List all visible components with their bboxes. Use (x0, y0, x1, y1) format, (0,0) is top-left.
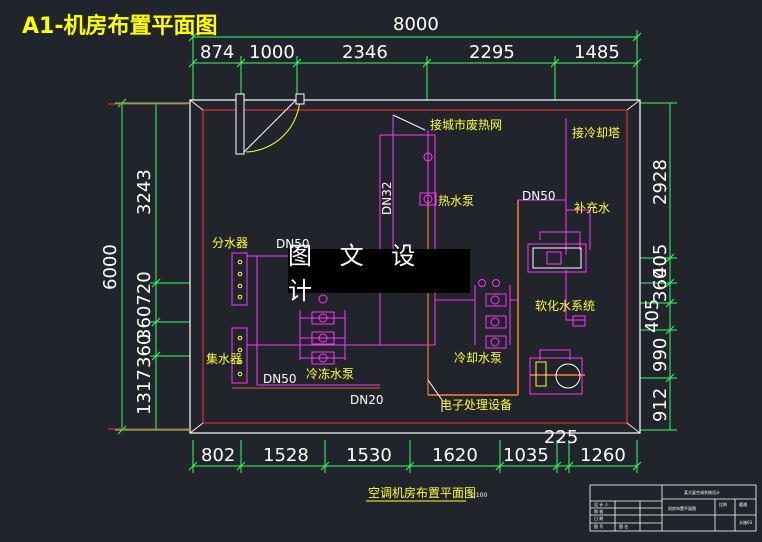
dim-right-3: 405 (642, 299, 663, 333)
tb-no: 水施03 (739, 519, 753, 525)
dim-right-1: 2928 (650, 159, 671, 205)
label-water-divider: 分水器 (212, 236, 248, 250)
dim-bottom-4: 1620 (432, 445, 478, 466)
dim-bottom-6: 1260 (580, 445, 626, 466)
dimension-left (115, 98, 190, 435)
dim-left-2: 360720 (134, 271, 155, 340)
tb-checker: 审 核 (594, 508, 603, 514)
dim-left-3: 360 (134, 334, 155, 368)
tb-date: 日 期 (594, 515, 603, 521)
dim-top-3: 2346 (342, 42, 388, 63)
label-dn32: DN32 (380, 182, 394, 216)
dim-bottom-5: 1035 (503, 445, 549, 466)
title-block (589, 484, 757, 532)
label-cooling-tower: 接冷却塔 (572, 125, 620, 140)
label-water-collector: 集水器 (206, 351, 242, 366)
drawing-scale: 1:100 (470, 492, 487, 499)
label-dn50-return: DN50 (263, 372, 297, 386)
dim-bottom-3: 1530 (346, 445, 392, 466)
dim-top-5: 1485 (574, 42, 620, 63)
dim-top-1: 874 (200, 42, 234, 63)
label-softener: 软化水系统 (535, 299, 595, 313)
dim-top-2: 1000 (249, 42, 295, 63)
dimension-top-chain (188, 56, 642, 100)
dimension-overall-width (188, 30, 642, 100)
equipment (231, 152, 587, 395)
drawing-caption: 空调机房布置平面图 (368, 485, 476, 500)
tb-number: 图 号 (594, 523, 603, 529)
label-chilled-pump: 冷冻水泵 (306, 366, 354, 381)
tb-project: 某大厦空调系统设计 (684, 489, 720, 495)
dim-bottom-2: 1528 (263, 445, 309, 466)
label-dn50-chilled: DN50 (276, 237, 310, 251)
dim-top-4: 2295 (469, 42, 515, 63)
room-walls (108, 99, 641, 434)
tb-sheet: 图 名 (619, 523, 628, 529)
door (235, 93, 305, 155)
dim-right-2: 405 (650, 244, 671, 278)
label-electronic: 电子处理设备 (440, 398, 512, 412)
label-dn20: DN20 (350, 393, 384, 407)
dimension-right (640, 102, 677, 431)
label-cooling-pump: 冷却水泵 (454, 351, 502, 365)
label-hot-pump: 热水泵 (438, 194, 474, 208)
dim-right-4: 360 (650, 268, 671, 302)
dim-overall-width-text: 8000 (393, 14, 439, 35)
watermark: 图 文 设 计 (288, 242, 470, 305)
dim-right-6: 912 (650, 388, 671, 422)
dim-bottom-extra: 225 (544, 427, 578, 448)
tb-drawing: 机房布置平面图 (668, 505, 696, 511)
tb-designer: 设 计 人 (594, 501, 609, 507)
tb-code: 暖通 (739, 501, 747, 507)
dim-bottom-1: 802 (201, 445, 235, 466)
dim-right-5: 990 (650, 338, 671, 372)
dim-overall-height-text: 6000 (100, 244, 121, 290)
tb-scale-label: 比例 (719, 501, 727, 507)
dim-left-4: 1317 (134, 369, 155, 415)
label-makeup-water: 补充水 (574, 200, 610, 215)
dimension-bottom-chain (188, 440, 642, 473)
label-city-heat: 接城市废热网 (430, 117, 502, 132)
page-title: A1-机房布置平面图 (22, 14, 218, 39)
dim-left-1: 3243 (134, 169, 155, 215)
label-dn50-cooling: DN50 (522, 189, 556, 203)
